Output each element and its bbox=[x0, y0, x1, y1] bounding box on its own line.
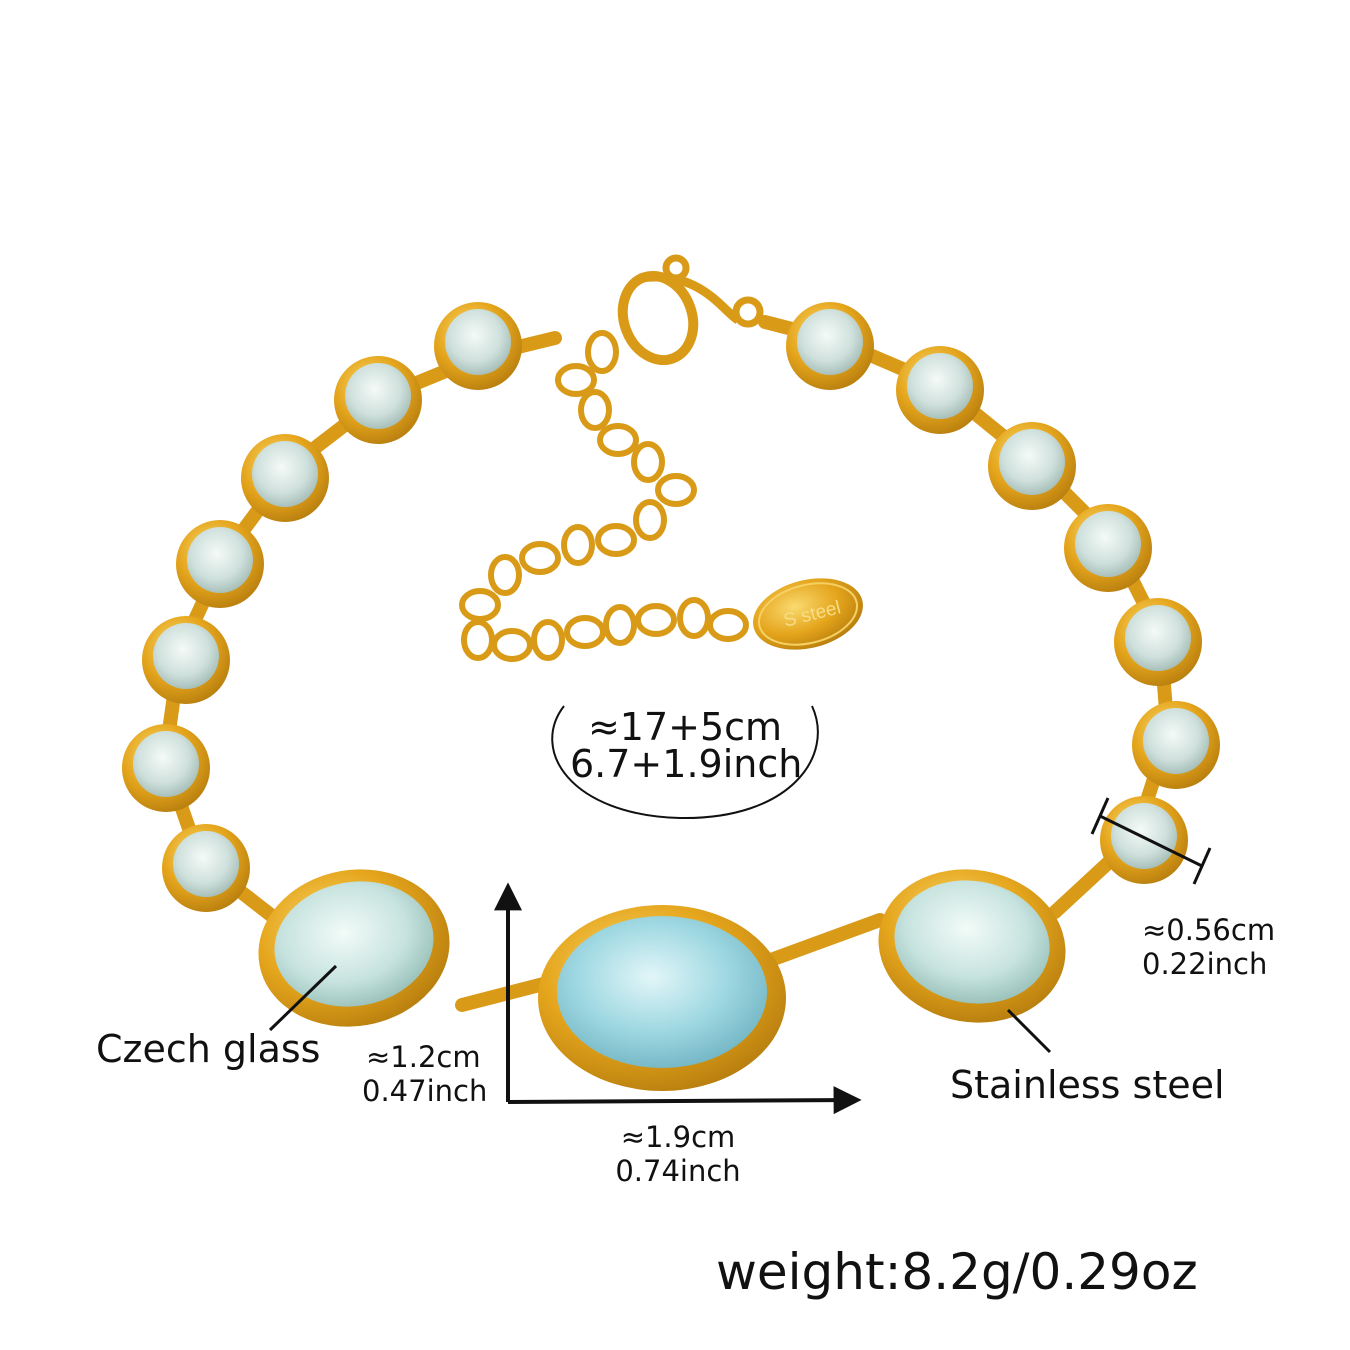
small-stone bbox=[896, 346, 984, 434]
stainless-steel-pointer bbox=[1006, 1008, 1052, 1054]
small-stone bbox=[142, 616, 230, 704]
small-stone bbox=[241, 434, 329, 522]
lobster-clasp bbox=[617, 254, 764, 366]
width-cm-label: ≈1.9cm bbox=[620, 1120, 736, 1154]
small-stone bbox=[1132, 701, 1220, 789]
oval-stone-right bbox=[878, 869, 1066, 1023]
width-arrow bbox=[507, 1086, 862, 1115]
small-stone bbox=[434, 302, 522, 390]
small-stone bbox=[122, 724, 210, 812]
small-stone-cm-label: ≈0.56cm bbox=[1142, 913, 1276, 947]
small-stone bbox=[1100, 796, 1188, 884]
small-stone-inch-label: 0.22inch bbox=[1142, 947, 1268, 981]
small-stone-dimension bbox=[1090, 797, 1212, 885]
length-inch-label: 6.7+1.9inch bbox=[570, 742, 803, 786]
oval-stone-center bbox=[538, 905, 786, 1091]
czech-glass-label: Czech glass bbox=[96, 1027, 321, 1071]
small-stone bbox=[162, 824, 250, 912]
oval-stone-left bbox=[258, 869, 450, 1027]
height-cm-label: ≈1.2cm bbox=[366, 1040, 481, 1074]
small-stone bbox=[334, 356, 422, 444]
height-inch-label: 0.47inch bbox=[362, 1074, 488, 1108]
small-stone bbox=[988, 422, 1076, 510]
stainless-steel-label: Stainless steel bbox=[950, 1063, 1225, 1107]
small-stone bbox=[1064, 504, 1152, 592]
weight-label: weight:8.2g/0.29oz bbox=[716, 1243, 1198, 1301]
length-arc bbox=[551, 705, 819, 820]
small-stone bbox=[1114, 598, 1202, 686]
small-stone bbox=[786, 302, 874, 390]
czech-glass-pointer bbox=[268, 964, 338, 1032]
width-inch-label: 0.74inch bbox=[615, 1154, 741, 1188]
small-stone bbox=[176, 520, 264, 608]
extension-chain bbox=[459, 330, 749, 662]
steel-tag: S steel bbox=[753, 578, 863, 650]
left-stones bbox=[122, 302, 522, 912]
length-cm-label: ≈17+5cm bbox=[587, 705, 783, 749]
